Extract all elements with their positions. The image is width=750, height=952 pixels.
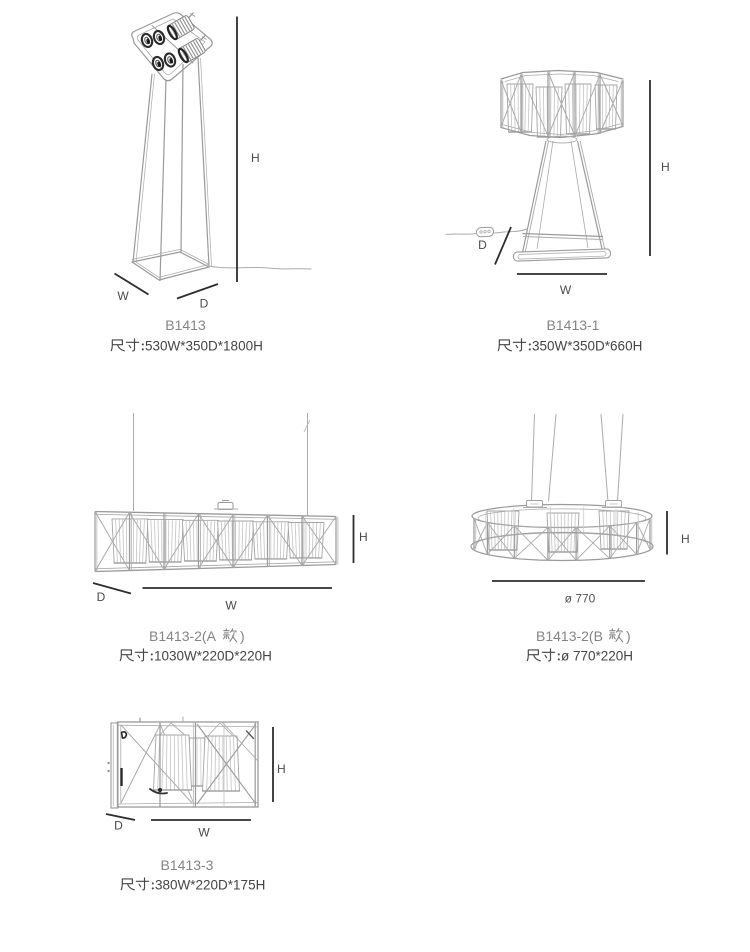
svg-text:B1413: B1413 [165, 317, 206, 333]
svg-text:H: H [359, 530, 368, 544]
svg-text:): ) [240, 628, 245, 644]
svg-text:B1413-2(A: B1413-2(A [149, 628, 217, 644]
svg-text:350W*350D*660H: 350W*350D*660H [532, 339, 642, 354]
svg-text:H: H [661, 160, 670, 174]
svg-text:B1413-1: B1413-1 [547, 317, 600, 333]
svg-text:W: W [117, 289, 129, 303]
svg-text:D: D [200, 297, 209, 311]
svg-text:H: H [277, 762, 286, 776]
svg-text:1030W*220D*220H: 1030W*220D*220H [154, 649, 272, 664]
svg-text:): ) [626, 628, 631, 644]
svg-text:D: D [97, 590, 106, 604]
svg-text:B1413-3: B1413-3 [161, 857, 214, 873]
svg-text:W: W [225, 599, 237, 613]
svg-text:W: W [198, 826, 210, 840]
svg-text:380W*220D*175H: 380W*220D*175H [155, 878, 265, 893]
svg-text:B1413-2(B: B1413-2(B [536, 628, 603, 644]
svg-text:ø 770: ø 770 [565, 592, 596, 606]
svg-text:W: W [560, 283, 572, 297]
svg-text:H: H [251, 151, 260, 165]
svg-text:ø 770*220H: ø 770*220H [561, 649, 633, 664]
svg-text:530W*350D*1800H: 530W*350D*1800H [145, 339, 263, 354]
svg-text:D: D [114, 819, 123, 833]
svg-text:H: H [681, 532, 690, 546]
svg-text:D: D [478, 238, 487, 252]
